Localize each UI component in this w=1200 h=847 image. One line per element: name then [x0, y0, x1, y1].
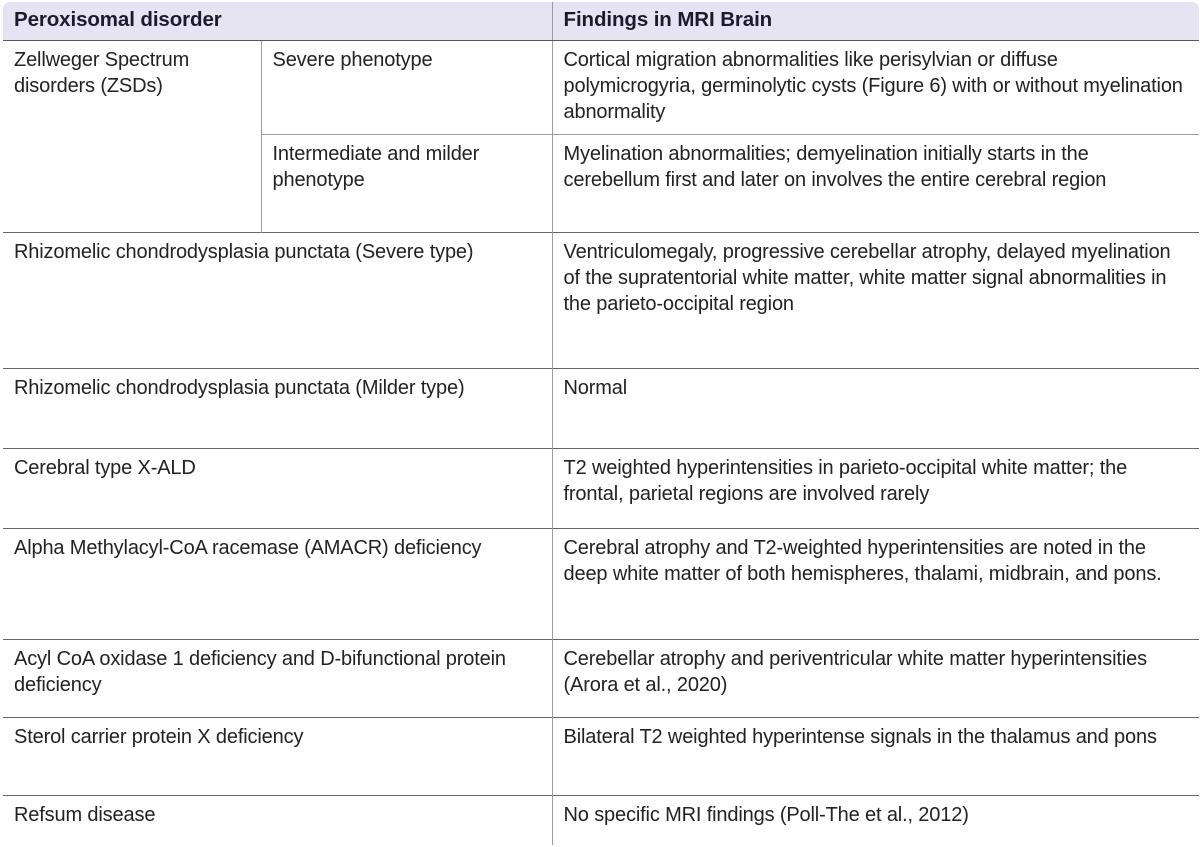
- table-body: Zellweger Spectrum disorders (ZSDs) Seve…: [3, 40, 1200, 845]
- table-row: Sterol carrier protein X deficiency Bila…: [3, 717, 1200, 796]
- table-row: Alpha Methylacyl-CoA racemase (AMACR) de…: [3, 528, 1200, 640]
- cell-disorder-amacr: Alpha Methylacyl-CoA racemase (AMACR) de…: [3, 528, 553, 640]
- cell-findings-amacr: Cerebral atrophy and T2-weighted hyperin…: [552, 528, 1200, 640]
- cell-disorder-rcdp-severe: Rhizomelic chondrodysplasia punctata (Se…: [3, 232, 553, 369]
- cell-findings-sterol-carrier-protein-x: Bilateral T2 weighted hyperintense signa…: [552, 717, 1200, 796]
- cell-findings-zsd-severe: Cortical migration abnormalities like pe…: [552, 40, 1200, 135]
- column-header-peroxisomal-disorder: Peroxisomal disorder: [3, 2, 553, 41]
- table-row: Rhizomelic chondrodysplasia punctata (Se…: [3, 232, 1200, 369]
- cell-disorder-zsd: Zellweger Spectrum disorders (ZSDs): [3, 40, 262, 233]
- table-row: Cerebral type X-ALD T2 weighted hyperint…: [3, 448, 1200, 529]
- header-row: Peroxisomal disorder Findings in MRI Bra…: [3, 2, 1200, 41]
- table-row: Zellweger Spectrum disorders (ZSDs) Seve…: [3, 40, 1200, 233]
- cell-findings-cerebral-xald: T2 weighted hyperintensities in parieto-…: [552, 448, 1200, 529]
- table-row: Refsum disease No specific MRI findings …: [3, 795, 1200, 845]
- cell-disorder-refsum: Refsum disease: [3, 795, 553, 845]
- cell-phenotype-severe: Severe phenotype: [261, 40, 553, 135]
- cell-phenotype-intermediate-milder: Intermediate and milder phenotype: [261, 134, 553, 233]
- cell-disorder-cerebral-xald: Cerebral type X-ALD: [3, 448, 553, 529]
- cell-findings-zsd-intermediate: Myelination abnormalities; demyelination…: [552, 134, 1200, 233]
- cell-findings-acyl-coa-oxidase: Cerebellar atrophy and periventricular w…: [552, 639, 1200, 718]
- cell-disorder-sterol-carrier-protein-x: Sterol carrier protein X deficiency: [3, 717, 553, 796]
- table-header: Peroxisomal disorder Findings in MRI Bra…: [3, 2, 1200, 41]
- cell-disorder-rcdp-milder: Rhizomelic chondrodysplasia punctata (Mi…: [3, 368, 553, 449]
- table-row: Acyl CoA oxidase 1 deficiency and D-bifu…: [3, 639, 1200, 718]
- cell-findings-rcdp-severe: Ventriculomegaly, progressive cerebellar…: [552, 232, 1200, 369]
- cell-findings-rcdp-milder: Normal: [552, 368, 1200, 449]
- table-row: Rhizomelic chondrodysplasia punctata (Mi…: [3, 368, 1200, 449]
- column-header-findings-mri-brain: Findings in MRI Brain: [551, 2, 1200, 41]
- cell-findings-refsum: No specific MRI findings (Poll-The et al…: [552, 795, 1200, 845]
- table-row: Intermediate and milder phenotype Myelin…: [3, 134, 1200, 233]
- cell-disorder-acyl-coa-oxidase: Acyl CoA oxidase 1 deficiency and D-bifu…: [3, 639, 553, 718]
